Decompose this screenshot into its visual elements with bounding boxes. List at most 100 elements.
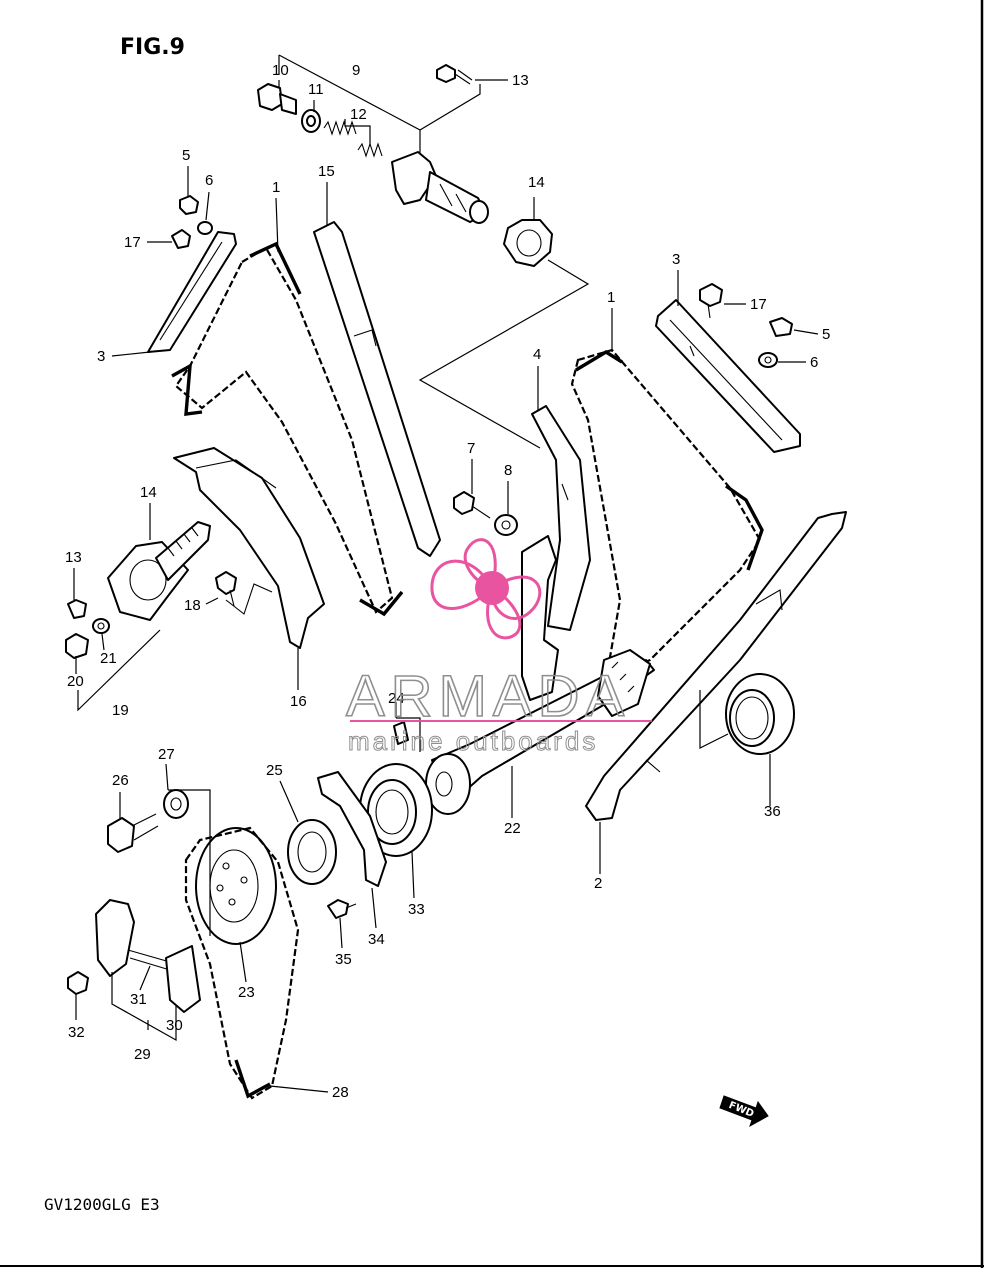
screw-35 — [327, 899, 349, 919]
bolt-26 — [107, 817, 135, 853]
bearing-36 — [725, 673, 795, 755]
bolt-18 — [215, 571, 237, 595]
cam-chain-right — [570, 348, 762, 682]
tensioner-cap-bolt — [257, 83, 297, 115]
oil-seal-25 — [287, 819, 337, 885]
washer-21 — [92, 618, 110, 634]
callout-35: 35 — [335, 951, 352, 968]
callout-12: 12 — [350, 106, 367, 123]
assembly-reference-line — [418, 259, 590, 449]
tensioner-bolt — [436, 64, 473, 85]
callout-22: 22 — [504, 820, 521, 837]
callout-19: 19 — [112, 702, 129, 719]
washer-8 — [494, 514, 518, 536]
bolt-32 — [67, 971, 89, 995]
callout-27: 27 — [158, 746, 175, 763]
callout-6-left: 6 — [205, 172, 213, 189]
chain-tensioner-29 — [95, 899, 135, 977]
callout-3-right: 3 — [672, 251, 680, 268]
callout-24: 24 — [388, 690, 405, 707]
callout-11: 11 — [308, 81, 324, 98]
callout-1-left: 1 — [272, 179, 280, 196]
callout-26: 26 — [112, 772, 129, 789]
callout-14-top: 14 — [528, 174, 545, 191]
callout-32: 32 — [68, 1024, 85, 1041]
tensioner-body — [391, 151, 489, 224]
callout-4: 4 — [533, 346, 541, 363]
callout-leader-lines — [73, 79, 819, 1093]
forward-direction-arrow: FWD — [719, 1095, 769, 1128]
tensioner-shoe-30 — [165, 945, 201, 1013]
callout-30: 30 — [166, 1017, 183, 1034]
tensioner-gasket — [503, 219, 553, 267]
bolt-17-left — [171, 229, 191, 249]
right-cam-chain-set — [453, 283, 847, 821]
callout-14-left: 14 — [140, 484, 157, 501]
chain-guide-right-upper — [655, 299, 801, 453]
callout-3-left: 3 — [97, 348, 105, 365]
callout-8: 8 — [504, 462, 512, 479]
chain-guide-15 — [313, 221, 441, 557]
bolt-5-right — [769, 317, 793, 337]
callout-13-left: 13 — [65, 549, 82, 566]
tensioner-springs — [323, 119, 383, 158]
bolt-7 — [453, 491, 475, 515]
callout-33: 33 — [408, 901, 425, 918]
callout-5-right: 5 — [822, 326, 830, 343]
armada-watermark: ARMADA marine outboards — [345, 538, 652, 757]
callout-10: 10 — [272, 62, 289, 79]
washer-6-left — [197, 221, 213, 235]
sprocket-23 — [195, 827, 277, 945]
callout-23: 23 — [238, 984, 255, 1001]
camshaft-22 — [393, 649, 655, 815]
bolt-5-left — [179, 195, 199, 215]
bolt-17-right — [699, 283, 723, 307]
callout-25: 25 — [266, 762, 283, 779]
callout-7: 7 — [467, 440, 475, 457]
callout-15: 15 — [318, 163, 335, 180]
callout-13-top: 13 — [512, 72, 529, 89]
primary-chain-group — [67, 789, 300, 1100]
callout-21: 21 — [100, 650, 117, 667]
callout-17-left: 17 — [124, 234, 141, 251]
callout-9: 9 — [352, 62, 360, 79]
callout-6-right: 6 — [810, 354, 818, 371]
left-tensioner-group — [65, 521, 211, 712]
callout-1-right: 1 — [607, 289, 615, 306]
callout-36: 36 — [764, 803, 781, 820]
callout-16: 16 — [290, 693, 307, 710]
chain-guide-4 — [531, 405, 591, 631]
callout-31: 31 — [130, 991, 147, 1008]
bearing-retainer-34 — [317, 771, 387, 887]
watermark-brand: ARMADA — [346, 664, 630, 729]
callout-29: 29 — [134, 1046, 151, 1063]
bearing-33 — [359, 763, 433, 857]
washer-6-right — [758, 352, 778, 368]
dowel-pin-24 — [393, 721, 409, 745]
left-cam-chain-set — [147, 195, 441, 649]
callout-17-right: 17 — [750, 296, 767, 313]
watermark-tagline: marine outboards — [348, 726, 598, 756]
lower-bearing-group — [287, 763, 433, 919]
figure-title: FIG.9 — [120, 35, 185, 60]
primary-chain-28 — [184, 826, 300, 1100]
callout-28: 28 — [332, 1084, 349, 1101]
callout-2: 2 — [594, 875, 602, 892]
cam-sprocket — [597, 649, 651, 717]
model-code: GV1200GLG E3 — [44, 1195, 160, 1214]
chain-guide-left-upper — [147, 231, 237, 353]
tensioner-spring-14-left — [155, 521, 211, 581]
callout-20: 20 — [67, 673, 84, 690]
bolt-13-left — [67, 599, 87, 619]
washer-27 — [163, 789, 189, 819]
callout-labels: 10 9 13 11 12 5 15 6 14 1 17 3 1 17 5 4 … — [65, 62, 830, 1101]
chain-guide-bracket — [521, 535, 559, 701]
chain-guide-2 — [585, 511, 847, 821]
callout-18: 18 — [184, 597, 201, 614]
bolt-20 — [65, 633, 89, 659]
cam-chain-tensioner-assembly — [257, 54, 553, 267]
propeller-logo-icon — [430, 538, 542, 640]
callout-34: 34 — [368, 931, 385, 948]
callout-5-left: 5 — [182, 147, 190, 164]
